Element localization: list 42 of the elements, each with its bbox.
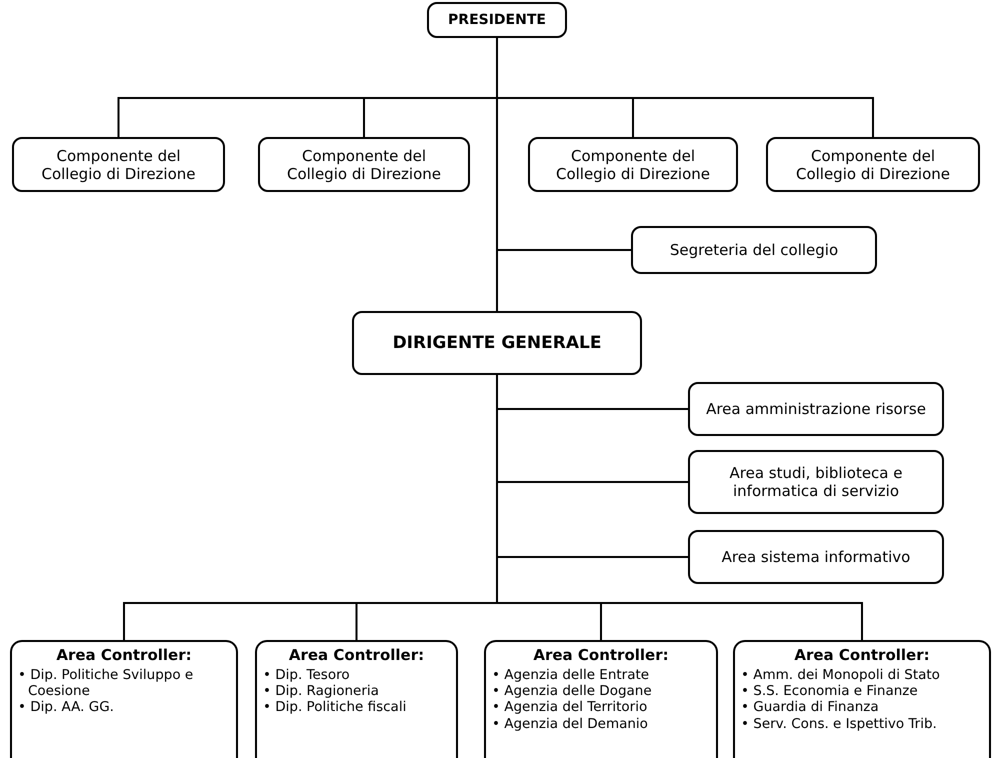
list-item: • Amm. dei Monopoli di Stato [741,667,941,684]
connector-line [496,38,498,311]
list-item: • S.S. Economia e Finanze [741,683,919,700]
controller-box [255,640,458,758]
list-item: • Agenzia del Demanio [492,716,649,732]
controller-box [733,640,991,758]
box-heading: Area Controller: [288,646,426,664]
org-box [766,137,980,192]
controller-box [10,640,238,758]
list-item: • Dip. Politiche Sviluppo e Coesione [18,667,194,700]
list-item: • Dip. Politiche fiscali [263,699,408,716]
list-item: • Agenzia delle Dogane [492,683,653,700]
box-label: Area sistema informativo [722,548,910,566]
box-title: DIRIGENTE GENERALE [392,332,602,354]
title-box [427,2,567,38]
org-box [688,530,944,584]
title-box [352,311,642,375]
list-item: • Serv. Cons. e Ispettivo Trib. [741,716,938,732]
box-heading: Area Controller: [55,646,193,664]
list-item: • Guardia di Finanza [741,699,880,716]
org-box [688,450,944,514]
box-title: PRESIDENTE [448,12,546,28]
box-label: Componente del Collegio di Direzione [286,146,442,182]
list-item: • Agenzia delle Entrate [492,667,650,684]
box-label: Componente del Collegio di Direzione [554,146,712,182]
box-label: Componente del Collegio di Direzione [794,146,952,182]
list-item: • Agenzia del Territorio [492,699,648,716]
org-box [12,137,225,192]
list-item: • Dip. Tesoro [263,667,351,684]
box-label: Segreteria del collegio [670,241,838,259]
org-box [258,137,470,192]
box-label: Componente del Collegio di Direzione [40,146,197,182]
org-box [688,382,944,436]
box-label: Area studi, biblioteca e informatica di servizio [728,464,904,500]
box-heading: Area Controller: [532,646,670,664]
controller-box [484,640,718,758]
list-item: • Dip. Ragioneria [263,683,380,700]
box-heading: Area Controller: [793,646,931,664]
org-box [631,226,877,274]
list-item: • Dip. AA. GG. [18,699,115,716]
org-box [528,137,738,192]
box-label: Area amministrazione risorse [706,400,926,418]
